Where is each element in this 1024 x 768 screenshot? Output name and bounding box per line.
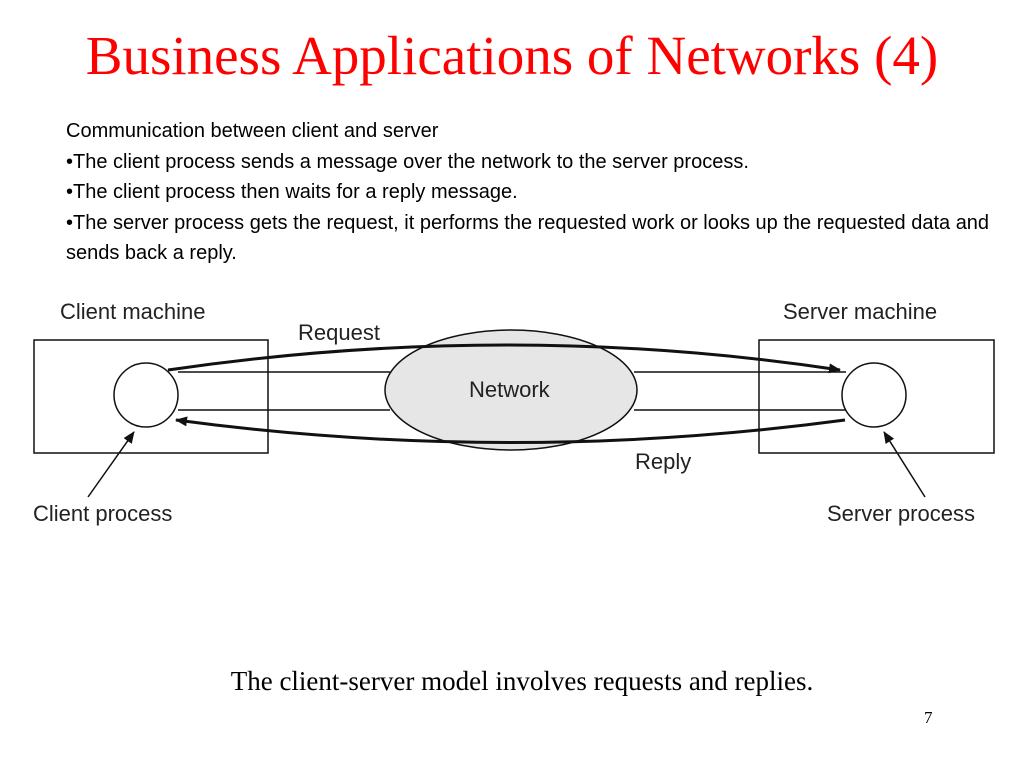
request-arrow bbox=[167, 343, 841, 374]
network-ellipse bbox=[384, 329, 638, 451]
text-block: Communication between client and server … bbox=[66, 116, 996, 269]
slide-caption: The client-server model involves request… bbox=[230, 666, 814, 696]
slide-title: Business Applications of Networks (4) bbox=[85, 25, 939, 86]
network-label: Network bbox=[469, 377, 551, 402]
bullet-1: •The client process sends a message over… bbox=[66, 150, 749, 173]
reply-label: Reply bbox=[635, 449, 691, 474]
page-number: 7 bbox=[924, 708, 933, 727]
server-process-label: Server process bbox=[827, 501, 975, 526]
text-heading: Communication between client and server bbox=[66, 120, 439, 142]
client-machine-box bbox=[33, 339, 269, 454]
client-machine-label: Client machine bbox=[60, 299, 206, 324]
client-process-pointer bbox=[87, 431, 135, 498]
server-machine-box bbox=[758, 339, 995, 454]
server-process-pointer bbox=[883, 431, 926, 498]
server-process-circle bbox=[841, 362, 907, 428]
bullet-2: •The client process then waits for a rep… bbox=[66, 181, 518, 203]
reply-arrow bbox=[175, 416, 846, 444]
server-machine-label: Server machine bbox=[783, 299, 937, 324]
client-process-label: Client process bbox=[33, 501, 172, 526]
bullet-3: •The server process gets the request, it… bbox=[66, 211, 990, 265]
request-label: Request bbox=[298, 320, 380, 345]
client-process-circle bbox=[113, 362, 179, 428]
